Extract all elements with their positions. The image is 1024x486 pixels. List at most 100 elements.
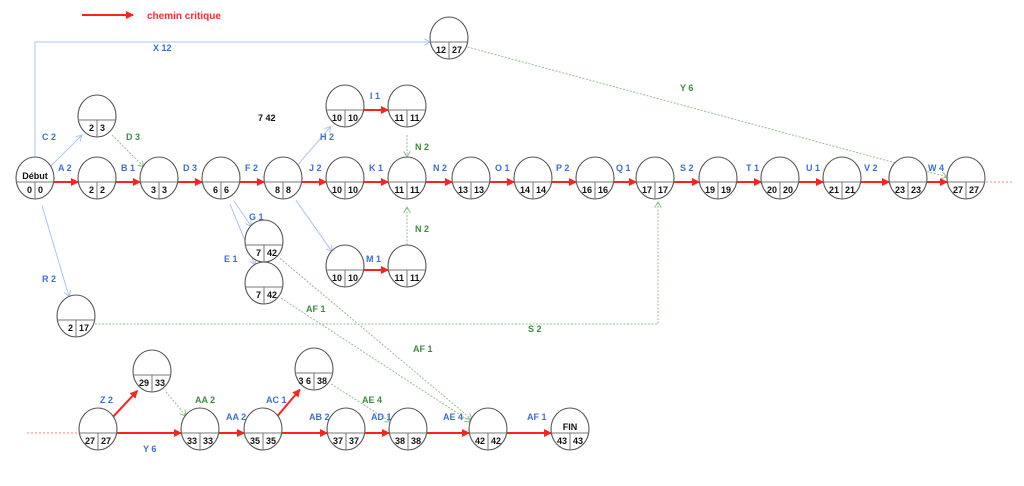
edge-n1-n2: B 1 [116, 163, 141, 186]
node-late-date: 42 [491, 436, 501, 446]
node-m2: 11 11 [387, 244, 427, 288]
activity-arrow [233, 200, 252, 227]
node-early-date: 2 [89, 123, 94, 133]
node-early-date: 42 [475, 436, 485, 446]
node-late-date: 27 [101, 436, 111, 446]
edge-r-n10: S 2 [95, 202, 658, 334]
activity-label: S 2 [528, 324, 542, 334]
floating-note: 7 42 [258, 113, 276, 123]
node-early-date: 17 [642, 185, 652, 195]
activity-label: K 1 [369, 163, 383, 173]
node-late-date: 42 [267, 290, 277, 300]
node-early-date: 21 [829, 185, 839, 195]
edge-n8-n9: P 2 [552, 163, 577, 186]
edge-b3-b4: AD 1 [365, 412, 392, 437]
node-late-date: 38 [411, 436, 421, 446]
activity-label: AF 1 [413, 344, 433, 354]
node-early-date: 12 [436, 45, 446, 55]
node-late-date: 35 [266, 436, 276, 446]
node-early-date: 27 [953, 185, 963, 195]
node-late-date: 10 [348, 185, 358, 195]
activity-label: U 1 [806, 163, 820, 173]
node-late-date: 11 [410, 273, 420, 283]
node-early-date: 33 [187, 436, 197, 446]
edge-b5-fin: AF 1 [507, 412, 552, 437]
activity-label: AD 1 [371, 412, 392, 422]
activity-label: AE 4 [362, 395, 382, 405]
activity-label: X 12 [153, 43, 172, 53]
node-early-date: 16 [582, 185, 592, 195]
edge-n4-n5: J 2 [302, 163, 327, 186]
edge-b4-b5: AE 4 [427, 412, 470, 437]
node-late-date: 33 [155, 378, 165, 388]
edge-n4-m1 [295, 200, 332, 251]
edge-m1-m2: M 1 [364, 254, 389, 274]
node-early-date: 29 [139, 378, 149, 388]
activity-label: R 2 [42, 274, 56, 284]
edge-m2-n6: N 2 [407, 207, 429, 245]
edge-n7-n8: O 1 [490, 163, 515, 186]
edge-n9-n10: Q 1 [614, 163, 637, 186]
edge-n13-n14: V 2 [861, 163, 890, 186]
activity-arrow [296, 127, 331, 166]
node-early-date: 10 [332, 273, 342, 283]
activity-label: H 2 [320, 132, 334, 142]
node-early-date: 43 [557, 436, 567, 446]
edge-e-b5: AF 1 [280, 297, 471, 422]
edge-n2-n3: D 3 [178, 163, 203, 186]
node-early-date: 11 [394, 113, 404, 123]
edge-i-n6: N 2 [407, 135, 429, 157]
edge-b2-b3: AB 2 [282, 412, 330, 437]
node-early-date: 11 [394, 185, 404, 195]
node-early-date: 38 [395, 436, 405, 446]
node-late-date: 20 [783, 185, 793, 195]
node-late-date: 17 [79, 323, 89, 333]
activity-label: G 1 [249, 212, 264, 222]
node-early-date: 14 [520, 185, 530, 195]
edge-b1-b2: AA 2 [219, 412, 246, 437]
edge-g-b5: AF 1 [279, 258, 472, 419]
activity-label: D 3 [126, 132, 140, 142]
node-late-date: 43 [573, 436, 583, 446]
activity-label: AE 4 [443, 412, 463, 422]
activity-label: P 2 [556, 163, 569, 173]
edge-debut-x: X 12 [34, 42, 430, 160]
edge-b2-ac: AC 1 [266, 388, 301, 417]
activity-label: AB 2 [309, 412, 330, 422]
activity-label: Y 6 [680, 83, 693, 93]
node-z: 29 33 [132, 349, 172, 393]
activity-label: W 4 [928, 163, 944, 173]
node-late-date: 10 [348, 113, 358, 123]
activity-label: Q 1 [616, 163, 631, 173]
node-late-date: 10 [348, 273, 358, 283]
slack-arrow [95, 202, 658, 325]
node-early-date: 11 [394, 273, 404, 283]
node-late-date: 3 [100, 123, 105, 133]
activity-label: I 1 [370, 91, 380, 101]
node-m1: 10 10 [325, 244, 365, 288]
node-early-date: 8 [275, 185, 280, 195]
edge-b0-z: Z 2 [100, 390, 139, 418]
edge-n10-n11: S 2 [674, 163, 700, 186]
legend: chemin critique [82, 11, 221, 22]
node-early-date: 35 [250, 436, 260, 446]
slack-arrow [467, 46, 948, 177]
activity-label: F 2 [245, 163, 258, 173]
critical-arrow [276, 388, 301, 417]
